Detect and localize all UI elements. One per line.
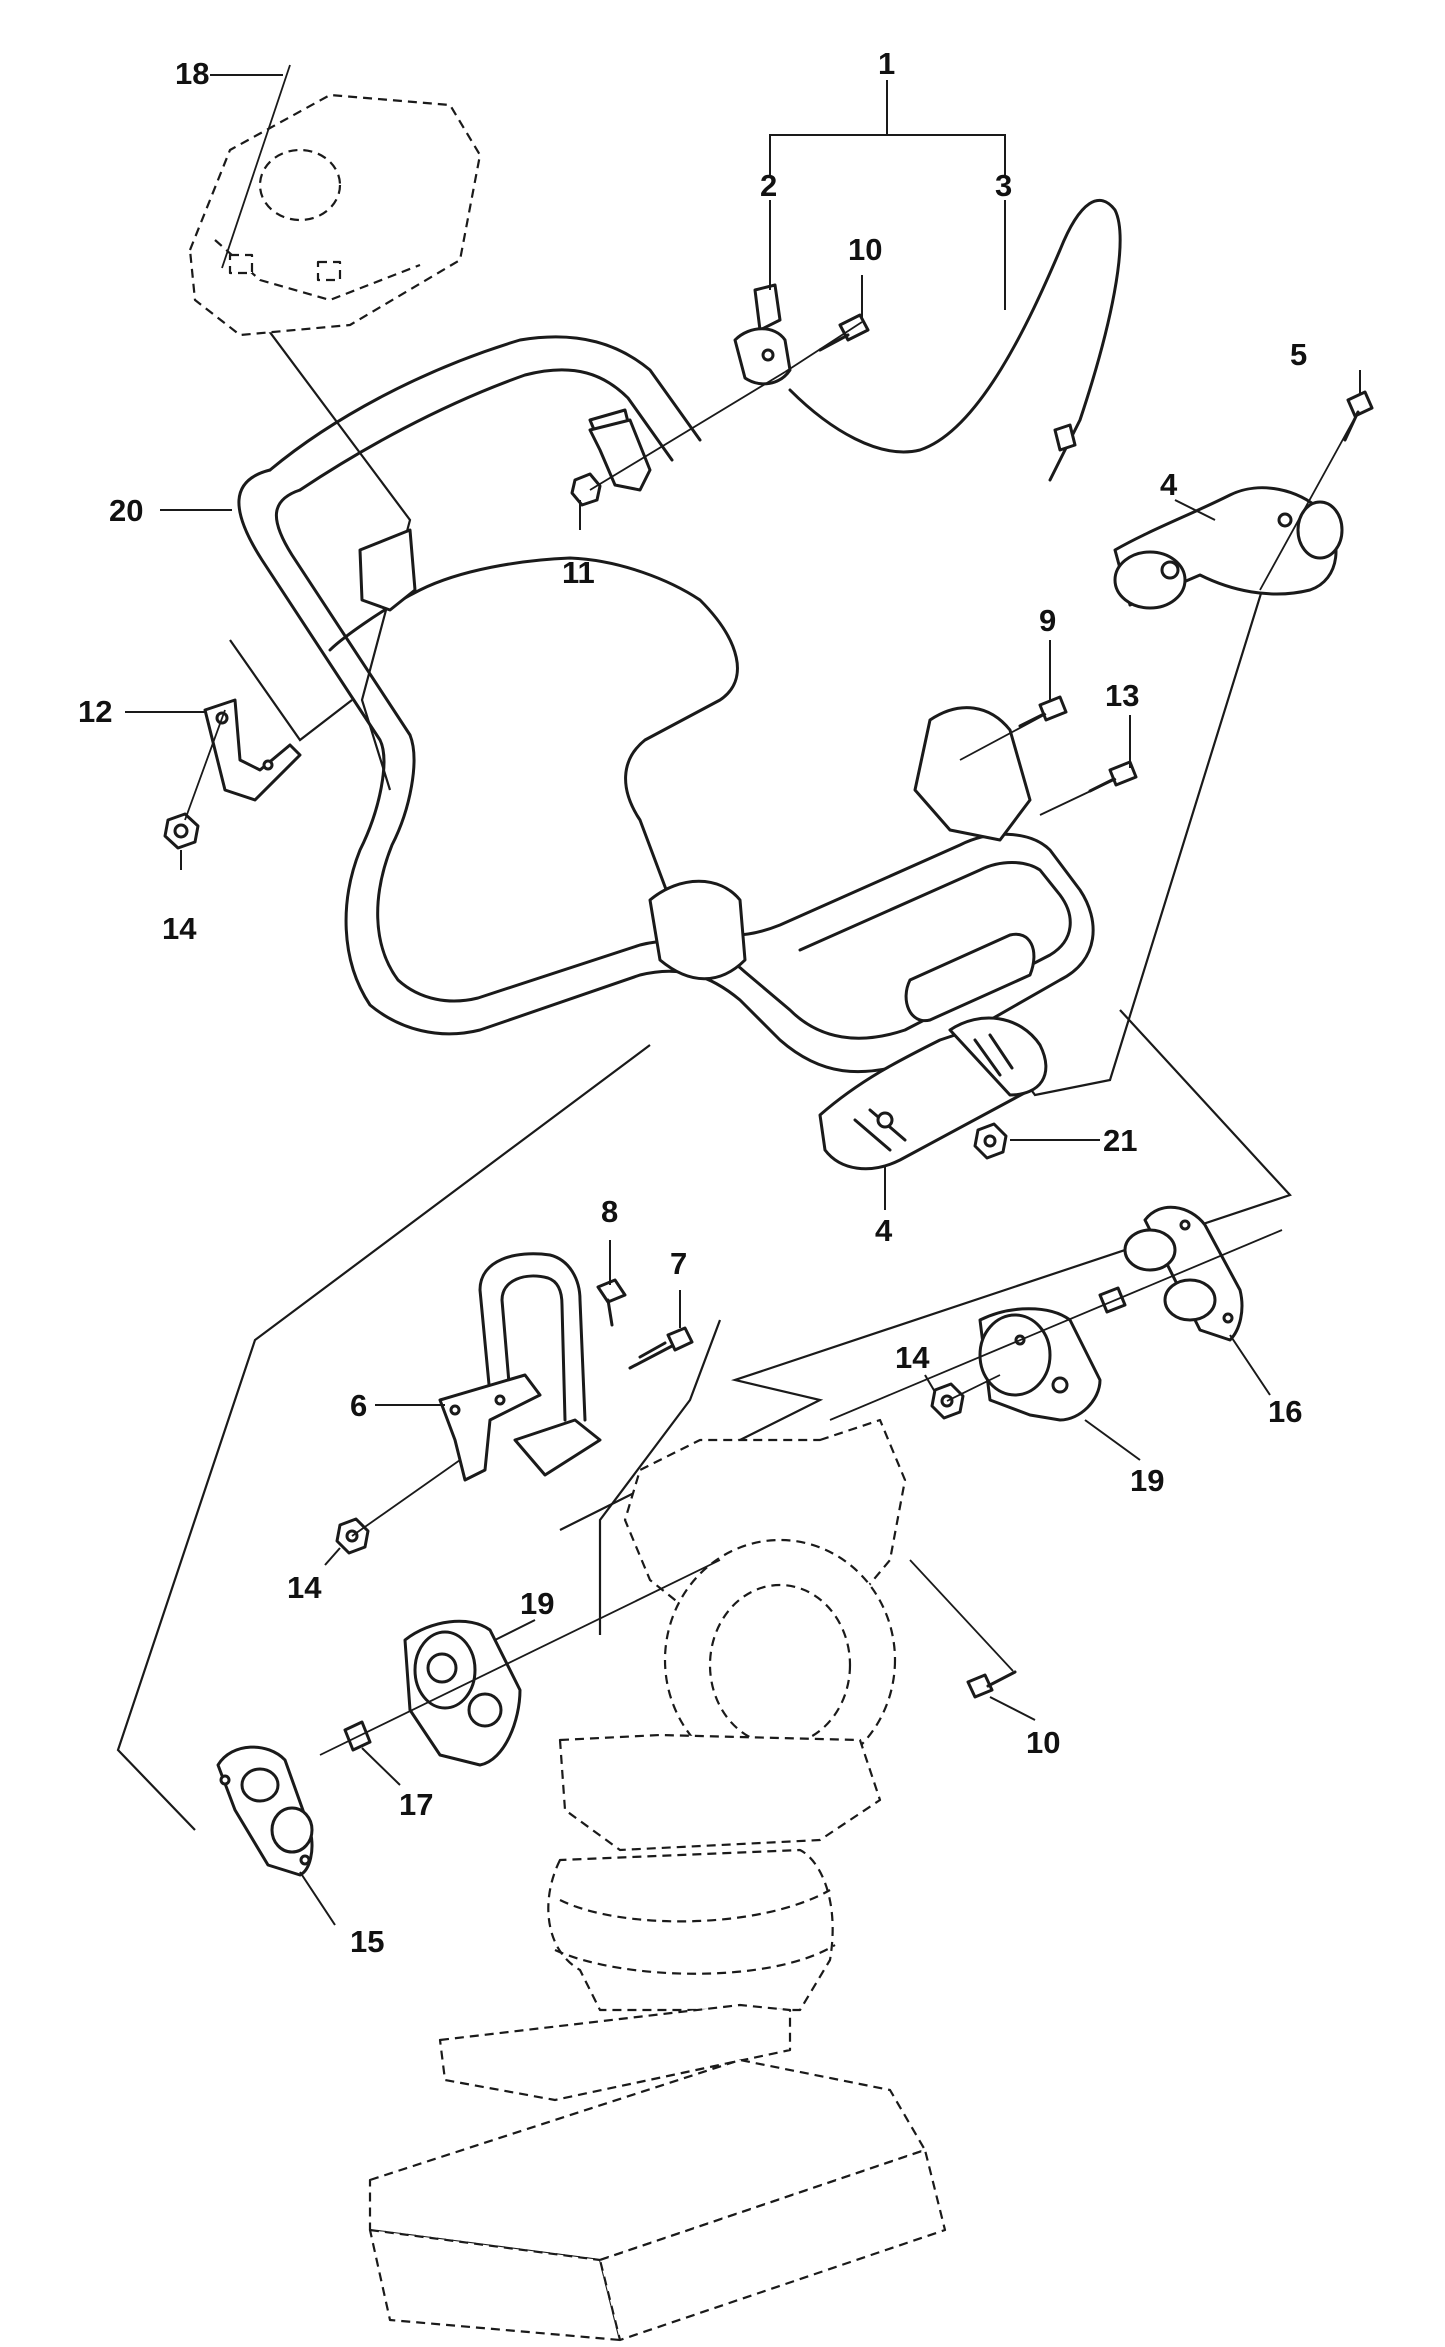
callout-16: 16	[1268, 1394, 1303, 1429]
screw-5	[1343, 390, 1374, 442]
bolt-10-b	[966, 1670, 1017, 1699]
callout-18: 18	[175, 56, 210, 91]
isolator-19-right	[978, 1307, 1102, 1422]
callout-2: 2	[760, 168, 778, 203]
callout-13: 13	[1105, 678, 1140, 713]
callout-3: 3	[995, 168, 1013, 203]
spacer-right	[1098, 1286, 1127, 1314]
callout-7: 7	[670, 1246, 688, 1281]
callout-8: 8	[601, 1194, 619, 1229]
nut-14-a	[163, 812, 200, 850]
bolt-7	[628, 1326, 694, 1370]
callout-10-bottom: 10	[1026, 1725, 1061, 1760]
bracket-11	[570, 418, 652, 507]
mount-plate-15	[216, 1745, 314, 1877]
throttle-cable-3	[788, 199, 1122, 482]
rammer-body-dashed	[368, 1418, 947, 2342]
callout-1: 1	[878, 46, 896, 81]
lower-handle-6	[438, 1252, 602, 1482]
callout-14-right: 14	[895, 1340, 930, 1375]
callout-leaders	[125, 74, 1361, 1926]
callout-4-bottom: 4	[875, 1213, 893, 1248]
bolt-9	[1018, 695, 1068, 728]
callout-11: 11	[562, 555, 595, 590]
handle-frame	[237, 335, 1095, 1074]
isolator-19-left	[403, 1619, 522, 1767]
callout-21: 21	[1103, 1123, 1138, 1158]
axis-lines	[184, 64, 1359, 1756]
handle-grip-4-bottom	[818, 1016, 1048, 1171]
callout-20: 20	[109, 493, 144, 528]
callout-10-top: 10	[848, 232, 883, 267]
callout-4-top: 4	[1160, 467, 1178, 502]
callout-19-left: 19	[520, 1586, 555, 1621]
mount-plate-16	[1123, 1205, 1244, 1342]
callout-15: 15	[350, 1924, 385, 1959]
callout-9: 9	[1039, 603, 1057, 638]
callout-5: 5	[1290, 337, 1308, 372]
callout-12: 12	[78, 694, 113, 729]
handle-grip-4-top	[1113, 486, 1344, 610]
bracket-12	[203, 698, 302, 802]
throttle-lever-2	[733, 283, 792, 386]
nut-21	[973, 1122, 1008, 1160]
callout-17: 17	[399, 1787, 434, 1822]
engine-tank-dashed	[188, 93, 482, 337]
callout-19-right: 19	[1130, 1463, 1165, 1498]
bolt-8	[596, 1278, 627, 1327]
callout-14-lower: 14	[287, 1570, 322, 1605]
callout-6: 6	[350, 1388, 368, 1423]
callout-14-left: 14	[162, 911, 197, 946]
